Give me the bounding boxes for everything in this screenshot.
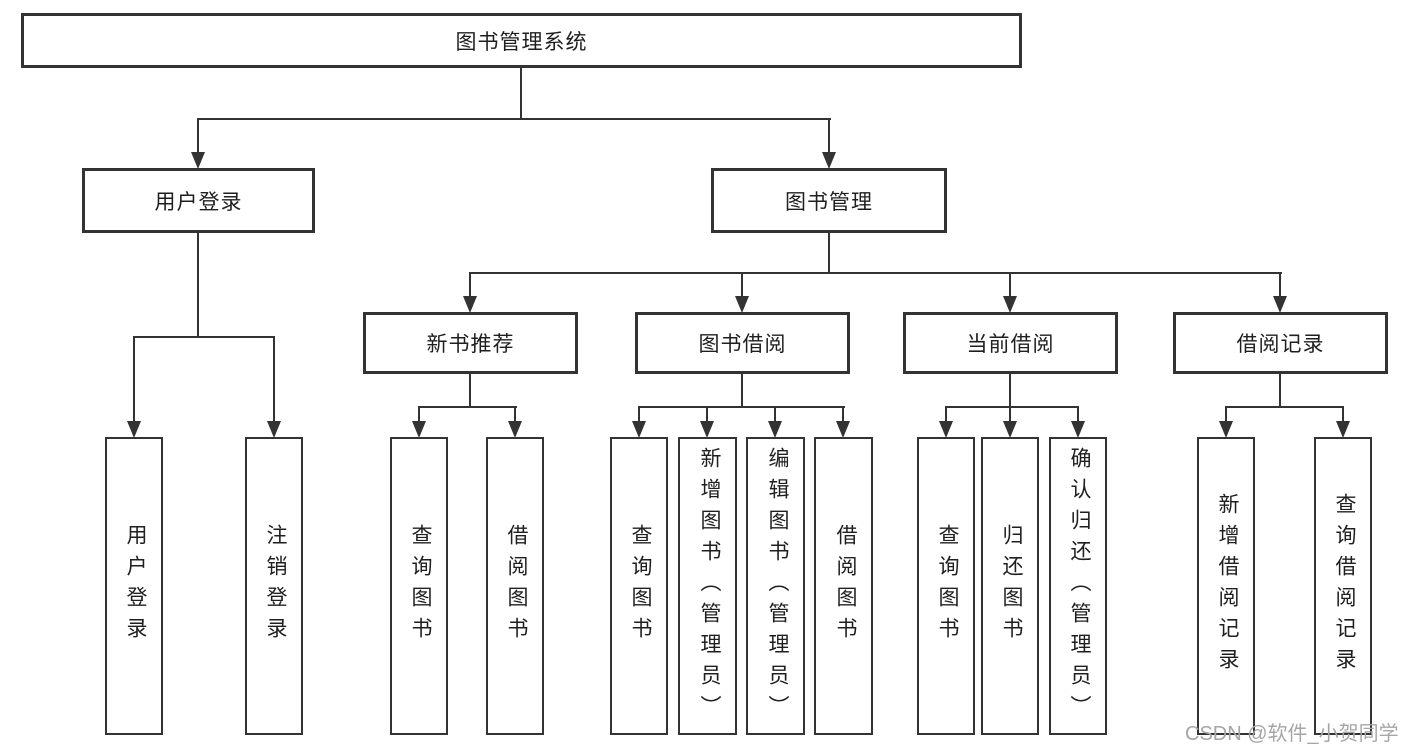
connector-line [945,406,947,423]
leaf-bb-edit-books-admin: 编辑图书（管理员） [746,437,805,735]
connector-line [1279,272,1281,298]
arrow-down-icon [939,421,953,438]
arrow-down-icon [1071,421,1085,438]
connector-line [514,406,516,423]
arrow-down-icon [267,421,281,438]
connector-line [774,406,776,423]
connector-line [1009,272,1011,298]
arrow-down-icon [191,152,205,169]
arrow-down-icon [836,421,850,438]
node-root: 图书管理系统 [21,13,1022,68]
connector-line [706,406,708,423]
arrow-down-icon [463,296,477,313]
connector-line [1342,406,1344,423]
leaf-nb-borrow-books: 借阅图书 [486,437,544,735]
connector-line [828,118,830,154]
leaf-bb-borrow-books: 借阅图书 [814,437,873,735]
node-book-management-group: 图书管理 [711,168,947,233]
leaf-bb-add-books-admin: 新增图书（管理员） [678,437,737,735]
connector-line [469,272,1282,274]
arrow-down-icon [412,421,426,438]
arrow-down-icon [1003,421,1017,438]
connector-line [418,406,517,408]
leaf-user-login: 用户登录 [105,437,163,735]
connector-line [1225,406,1227,423]
leaf-cb-confirm-return-admin: 确认归还（管理员） [1049,437,1107,735]
node-user-login-group: 用户登录 [82,168,315,233]
connector-line [828,231,830,274]
connector-line [197,118,831,120]
arrow-down-icon [1336,421,1350,438]
arrow-down-icon [822,152,836,169]
connector-line [842,406,844,423]
connector-line [1009,372,1011,408]
connector-line [1225,406,1344,408]
arrow-down-icon [632,421,646,438]
arrow-down-icon [1219,421,1233,438]
connector-line [741,372,743,408]
node-current-borrow: 当前借阅 [903,312,1118,374]
connector-line [1077,406,1079,423]
arrow-down-icon [768,421,782,438]
connector-line [133,336,135,422]
leaf-cb-query-books: 查询图书 [917,437,975,735]
connector-line [1279,372,1281,408]
leaf-br-query-record: 查询借阅记录 [1314,437,1372,735]
node-book-borrow: 图书借阅 [635,312,850,374]
arrow-down-icon [508,421,522,438]
connector-line [741,272,743,298]
connector-line [638,406,640,423]
arrow-down-icon [735,296,749,313]
connector-line [945,406,1079,408]
connector-line [418,406,420,423]
leaf-br-add-record: 新增借阅记录 [1197,437,1255,735]
arrow-down-icon [127,421,141,438]
arrow-down-icon [1273,296,1287,313]
leaf-nb-query-books: 查询图书 [390,437,448,735]
connector-line [469,372,471,408]
arrow-down-icon [700,421,714,438]
connector-line [469,272,471,298]
connector-line [273,336,275,422]
leaf-cb-return-books: 归还图书 [981,437,1039,735]
node-borrow-records: 借阅记录 [1173,312,1388,374]
node-new-book-recommend: 新书推荐 [363,312,578,374]
connector-line [197,118,199,154]
connector-line [1009,406,1011,423]
leaf-bb-query-books: 查询图书 [610,437,668,735]
watermark: CSDN @软件_小贺同学 [1185,723,1399,745]
connector-line [133,336,275,338]
connector-line [520,68,522,120]
arrow-down-icon [1003,296,1017,313]
leaf-logout: 注销登录 [245,437,303,735]
connector-line [638,406,845,408]
connector-line [197,231,199,337]
